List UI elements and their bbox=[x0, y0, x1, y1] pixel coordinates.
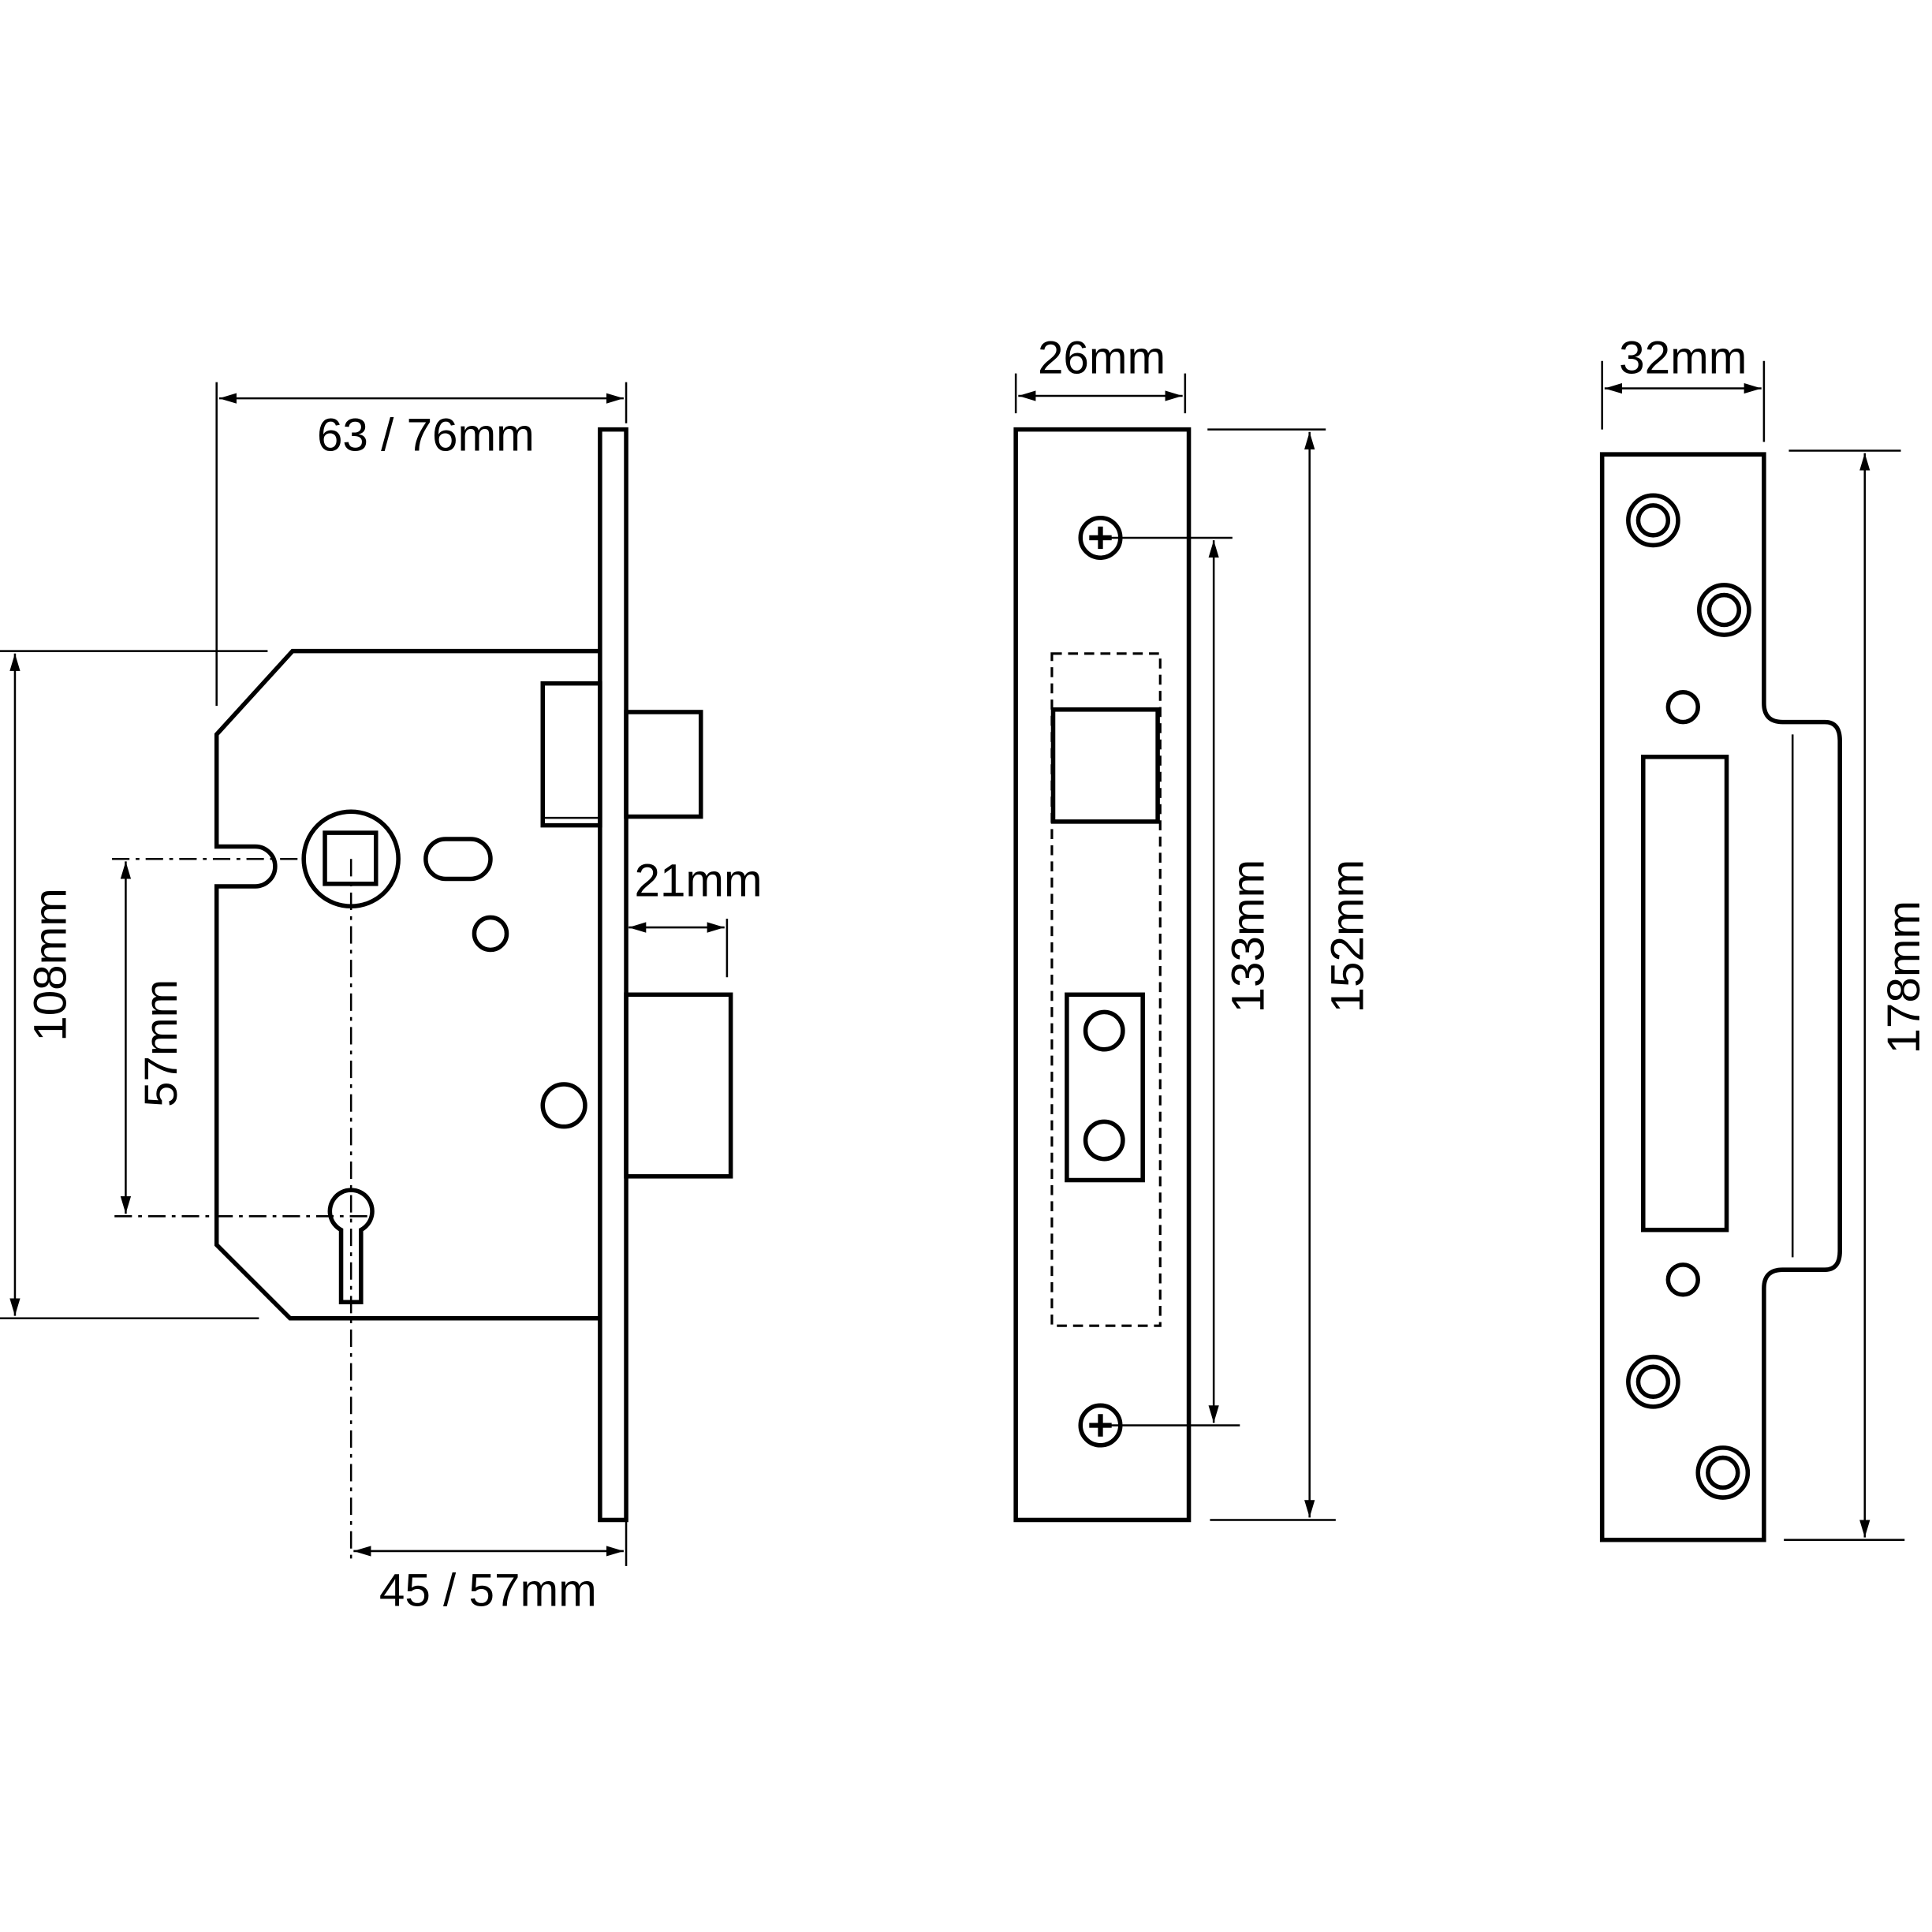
mortice-lock: 63 / 76mm 108mm 57mm 21mm 45 / 57mm bbox=[0, 382, 763, 1616]
strike-plate: 32mm 178mm bbox=[1599, 333, 1930, 1542]
dim-forend-length: 152mm bbox=[1322, 860, 1374, 1013]
dim-centres: 57mm bbox=[136, 979, 187, 1107]
case-outline bbox=[1050, 652, 1162, 1327]
dim-body-height: 108mm bbox=[25, 888, 76, 1042]
fixing-hole bbox=[472, 915, 509, 953]
countersunk-hole-icon bbox=[1626, 493, 1680, 548]
forend bbox=[1013, 427, 1192, 1523]
forend-plate: 26mm 133mm 152mm bbox=[1013, 333, 1374, 1523]
dim-bolt-throw: 21mm bbox=[634, 856, 762, 907]
dim-backset-width: 63 / 76mm bbox=[317, 409, 535, 461]
countersunk-hole-icon bbox=[1697, 583, 1751, 637]
countersunk-hole-icon bbox=[1695, 1445, 1751, 1500]
strike-outline bbox=[1599, 452, 1842, 1542]
strike-slot bbox=[1641, 755, 1729, 1233]
latch-inner bbox=[540, 681, 602, 828]
deadbolt-opening bbox=[1065, 992, 1145, 1183]
lock-forend bbox=[598, 427, 628, 1523]
latch-bolt bbox=[624, 710, 703, 819]
dim-strike-length: 178mm bbox=[1878, 901, 1930, 1054]
lock-case bbox=[214, 648, 600, 1321]
dim-strike-width: 32mm bbox=[1619, 333, 1747, 384]
fixing-hole bbox=[540, 1082, 587, 1129]
latch-opening bbox=[1050, 707, 1160, 824]
dim-screw-centres: 133mm bbox=[1222, 860, 1274, 1013]
dim-backset: 45 / 57mm bbox=[379, 1565, 597, 1616]
slot-hole bbox=[423, 837, 493, 882]
dim-forend-width: 26mm bbox=[1038, 333, 1166, 384]
countersunk-hole-icon bbox=[1626, 1354, 1680, 1409]
deadbolt bbox=[624, 992, 733, 1179]
